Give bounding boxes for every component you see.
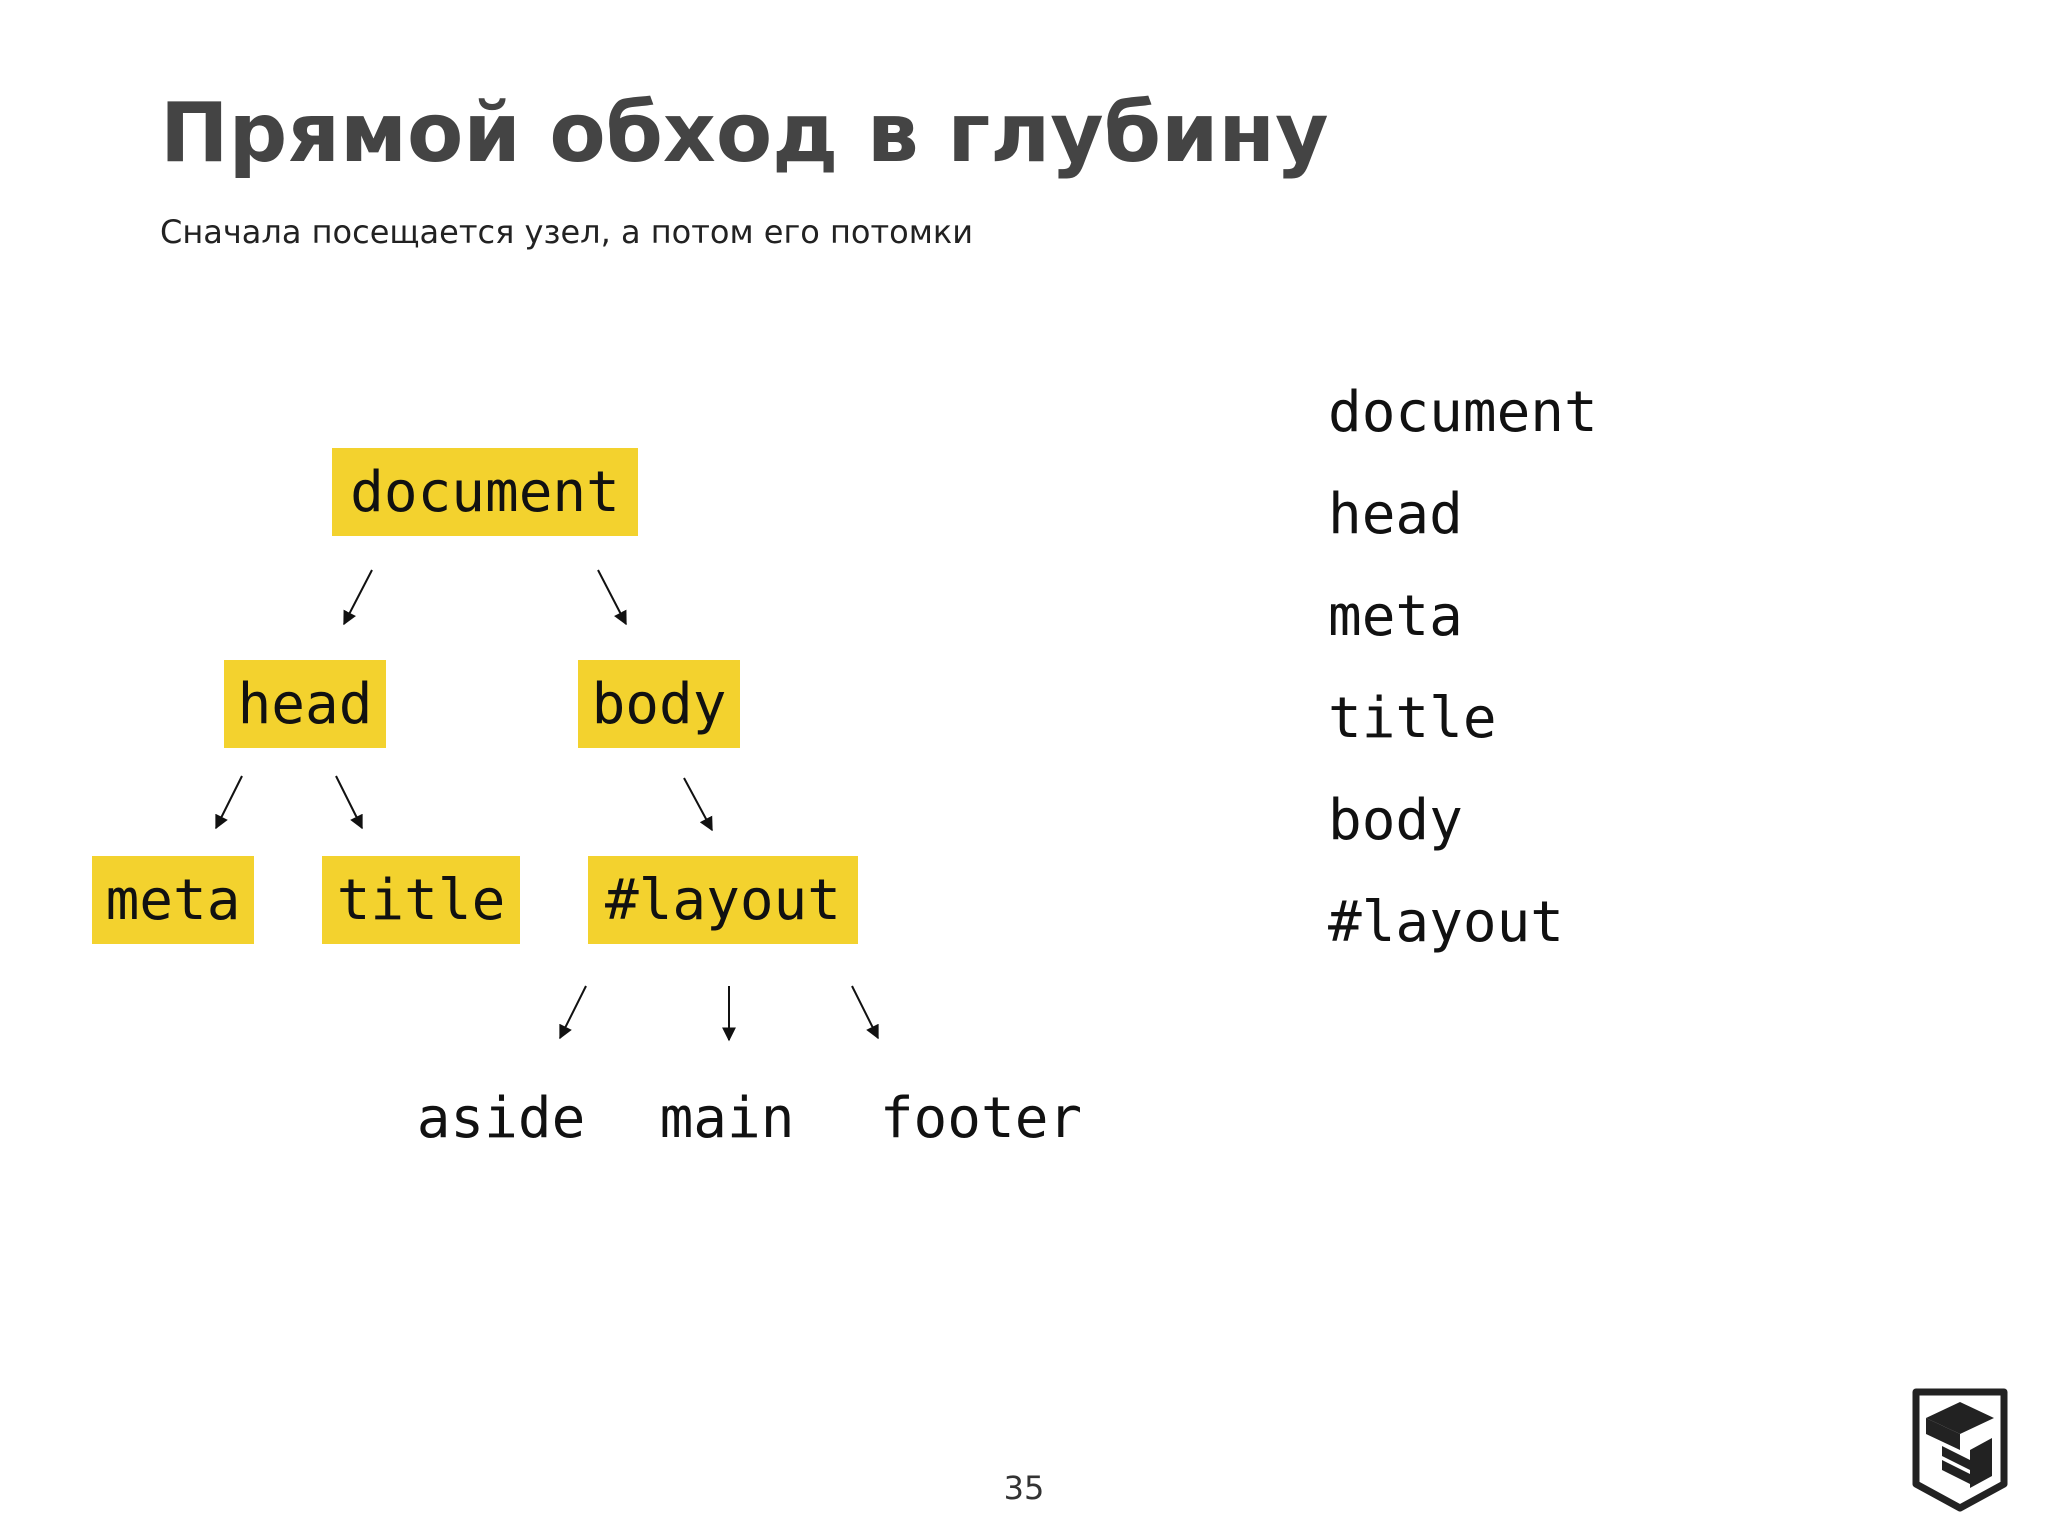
tree-node-document: document bbox=[332, 448, 638, 536]
tree-node-main: main bbox=[659, 1085, 795, 1151]
traversal-step: #layout bbox=[1328, 890, 1565, 955]
tree-node-head: head bbox=[224, 660, 386, 748]
edge-document-head bbox=[343, 569, 373, 626]
edge-head-meta bbox=[215, 775, 243, 830]
tree-node-layout: #layout bbox=[588, 856, 858, 944]
tree-node-title: title bbox=[322, 856, 520, 944]
traversal-order-list: document head meta title body #layout bbox=[1328, 362, 1598, 974]
traversal-step: title bbox=[1328, 686, 1497, 751]
slide-subtitle: Сначала посещается узел, а потом его пот… bbox=[160, 213, 973, 251]
edge-document-body bbox=[597, 569, 627, 626]
traversal-step: body bbox=[1328, 788, 1463, 853]
traversal-step: meta bbox=[1328, 584, 1463, 649]
tree-node-body: body bbox=[578, 660, 740, 748]
traversal-step: head bbox=[1328, 482, 1463, 547]
edge-head-title bbox=[335, 775, 363, 830]
edge-body-layout bbox=[683, 777, 713, 832]
traversal-step: document bbox=[1328, 380, 1598, 445]
tree-node-footer: footer bbox=[879, 1085, 1083, 1151]
shield-logo-icon bbox=[1912, 1388, 2008, 1512]
edge-layout-aside bbox=[559, 985, 587, 1040]
edge-layout-footer bbox=[851, 985, 879, 1040]
tree-node-aside: aside bbox=[416, 1085, 586, 1151]
page-number: 35 bbox=[1003, 1469, 1045, 1507]
tree-node-meta: meta bbox=[92, 856, 254, 944]
slide-title: Прямой обход в глубину bbox=[160, 86, 1329, 181]
